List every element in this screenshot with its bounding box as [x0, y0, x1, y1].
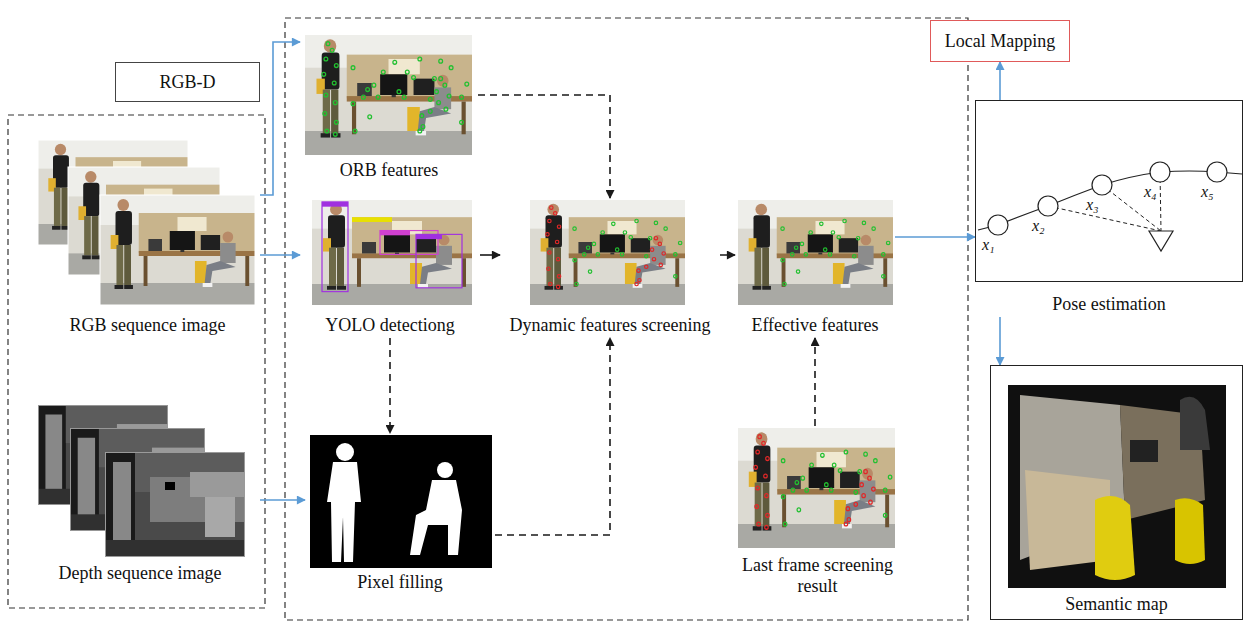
- connector-arrow: [895, 236, 975, 238]
- image-panel: Effective features: [735, 198, 895, 338]
- mask-image: [327, 462, 361, 562]
- caption: Effective features: [735, 315, 895, 336]
- box-label: Local Mapping: [945, 31, 1055, 52]
- state-label: x₅: [1201, 184, 1214, 200]
- connector-arrow: [260, 42, 300, 195]
- connector-arrow: [814, 338, 816, 426]
- caption: Pixel filling: [305, 572, 495, 593]
- depth-stack: [105, 452, 245, 557]
- pose-graph: [1102, 185, 1161, 231]
- image-panel: Depth sequence image: [20, 403, 260, 586]
- pose-graph: [1150, 162, 1170, 182]
- last-frame-photo: [738, 428, 895, 548]
- caption: Last frame screening result: [735, 555, 900, 596]
- pose-graph: [1149, 231, 1173, 251]
- caption: YOLO detectiong: [300, 315, 480, 336]
- caption: Depth sequence image: [20, 563, 260, 584]
- picture-area: [300, 198, 480, 313]
- last-frame-photo: [754, 435, 875, 529]
- connector-arrow: [999, 317, 1001, 365]
- figure-panel: Pose estimation: [975, 100, 1243, 317]
- yolo-photo: [312, 200, 472, 305]
- picture-area: [300, 33, 478, 158]
- yolo-photo: [322, 202, 462, 292]
- state-label: x₂: [1032, 218, 1045, 234]
- rgb-stack: [38, 140, 255, 305]
- state-label: x₃: [1086, 197, 1099, 213]
- semantic-map-image: [1130, 440, 1158, 462]
- rgb-stack: [100, 195, 255, 305]
- input-box: RGB-D: [115, 62, 260, 102]
- group-outline: [285, 18, 968, 620]
- dynamic-photo: [530, 200, 685, 305]
- semantic-map-image: [1095, 496, 1135, 580]
- depth-stack: [38, 405, 245, 557]
- figure-panel: Semantic map: [990, 365, 1243, 620]
- mask-image: [437, 462, 453, 478]
- pose-graph: [988, 215, 1008, 235]
- image-panel: ORB features: [300, 33, 478, 183]
- image-panel: Dynamic features screening: [500, 198, 720, 338]
- connector-arrow: [480, 254, 500, 256]
- semantic-map-image: [1008, 385, 1226, 588]
- caption: ORB features: [300, 160, 478, 181]
- pose-graph: [1092, 175, 1112, 195]
- pose-graph: [1038, 196, 1058, 216]
- connector-arrow: [260, 254, 300, 256]
- box-label: RGB-D: [159, 72, 215, 93]
- rgb-stack: [100, 195, 255, 305]
- pose-graph: [978, 171, 1242, 230]
- orb-photo: [322, 42, 451, 136]
- picture-area: [500, 198, 720, 313]
- effective-photo: [738, 200, 893, 305]
- effective-photo: [738, 200, 893, 305]
- semantic-map-image: [1008, 385, 1226, 588]
- orb-photo: [305, 35, 472, 155]
- group-outline: [8, 115, 265, 608]
- semantic-map-image: [1175, 498, 1205, 564]
- caption: Pose estimation: [975, 294, 1243, 315]
- semantic-map-image: [1180, 397, 1210, 450]
- mask-image: [310, 435, 492, 568]
- yolo-photo: [312, 200, 472, 305]
- state-label: x₁: [982, 237, 995, 253]
- caption: RGB sequence image: [35, 315, 260, 336]
- picture-area: [20, 403, 260, 561]
- connector-arrow: [720, 254, 735, 256]
- dynamic-photo: [530, 200, 685, 305]
- image-panel: Last frame screening result: [735, 426, 900, 599]
- connector-arrow: [495, 338, 610, 535]
- image-panel: RGB sequence image: [35, 138, 260, 338]
- last-frame-photo: [738, 428, 895, 548]
- connector-arrow: [389, 338, 391, 433]
- process-box: Local Mapping: [930, 20, 1070, 62]
- pose-graph: [1048, 206, 1161, 231]
- pose-graph: [978, 162, 1242, 251]
- mask-image: [336, 443, 354, 461]
- dynamic-photo: [546, 206, 666, 289]
- image-panel: Pixel filling: [305, 433, 495, 595]
- pose-graph: [1207, 162, 1227, 182]
- picture-area: [735, 426, 900, 551]
- picture-area: [35, 138, 260, 313]
- orb-photo: [305, 35, 472, 155]
- state-label: x₄: [1144, 184, 1157, 200]
- caption: Dynamic features screening: [500, 315, 720, 336]
- mask-image: [310, 435, 492, 568]
- image-panel: YOLO detectiong: [300, 198, 480, 338]
- picture-area: [735, 198, 895, 313]
- connector-arrow: [260, 499, 305, 501]
- connector-arrow: [478, 95, 610, 198]
- connector-arrow: [999, 62, 1001, 100]
- effective-photo: [781, 219, 890, 285]
- box-label: Semantic map: [1065, 594, 1167, 615]
- picture-area: [305, 433, 495, 570]
- mask-image: [410, 480, 462, 555]
